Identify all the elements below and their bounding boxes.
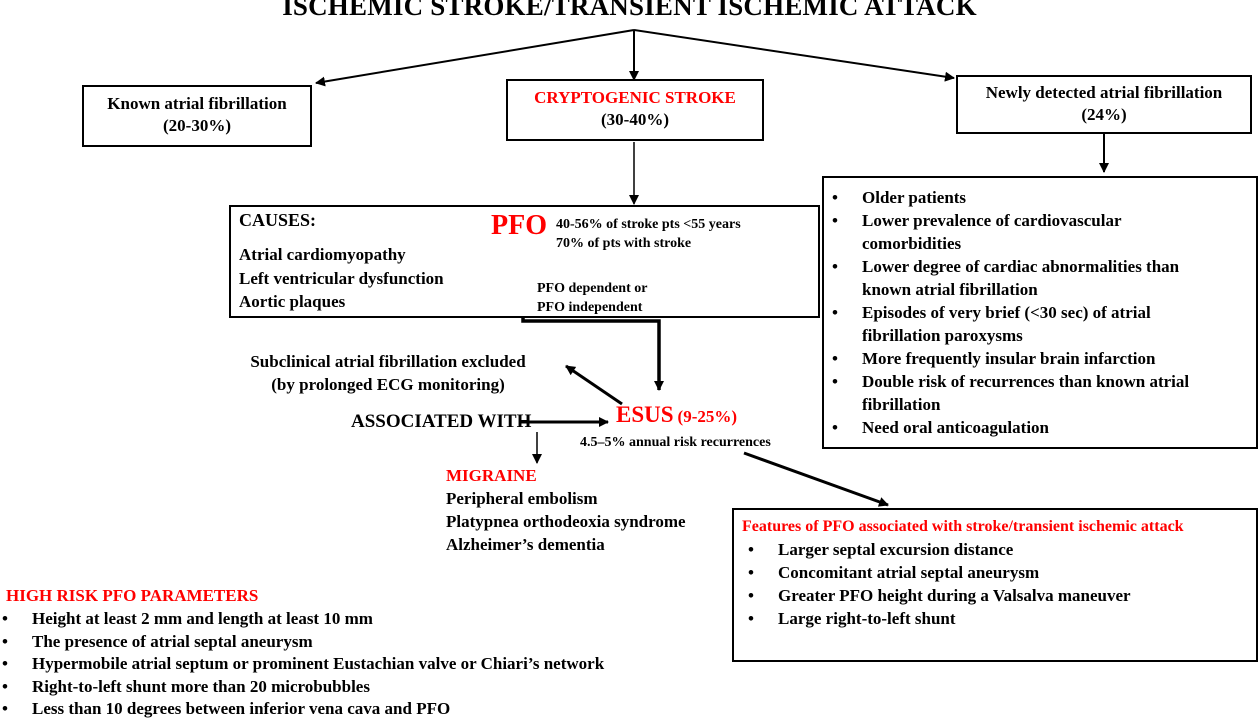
arrow-to-new-af xyxy=(633,29,955,82)
esus-pct: (9-25%) xyxy=(677,407,738,426)
high-risk-list: Height at least 2 mm and length at least… xyxy=(2,608,604,721)
causes-list: Atrial cardiomyopathy Left ventricular d… xyxy=(239,243,444,314)
known-af-pct: (20-30%) xyxy=(163,116,231,135)
list-item: Less than 10 degrees between inferior ve… xyxy=(2,698,604,721)
pfo-label: PFO xyxy=(491,210,547,241)
association-item: Platypnea orthodeoxia syndrome xyxy=(446,512,686,531)
list-item: Right-to-left shunt more than 20 microbu… xyxy=(2,676,604,699)
associations-list: Peripheral embolism Platypnea orthodeoxi… xyxy=(446,487,686,556)
arrow-to-known-af xyxy=(315,29,635,87)
list-item: Lower degree of cardiac abnormalities th… xyxy=(824,255,1256,301)
list-item: Older patients xyxy=(824,186,1256,209)
association-item: Peripheral embolism xyxy=(446,489,598,508)
causes-box xyxy=(229,205,820,318)
pfo-features-list: Larger septal excursion distance Concomi… xyxy=(740,538,1250,630)
list-item: Episodes of very brief (<30 sec) of atri… xyxy=(824,301,1256,347)
arrow-esus-to-pfo-features xyxy=(743,451,889,507)
pfo-stats: 40-56% of stroke pts <55 years 70% of pt… xyxy=(556,217,741,251)
list-item: More frequently insular brain infarction xyxy=(824,347,1256,370)
new-af-box: Newly detected atrial fibrillation (24%) xyxy=(956,75,1252,134)
new-af-pct: (24%) xyxy=(1081,105,1127,124)
esus-label-group: ESUS (9-25%) xyxy=(616,401,737,432)
list-item: Hypermobile atrial septum or prominent E… xyxy=(2,653,604,676)
new-af-features-list: Older patients Lower prevalence of cardi… xyxy=(824,186,1256,439)
known-af-box: Known atrial fibrillation (20-30%) xyxy=(82,85,312,147)
list-item: Concomitant atrial septal aneurysm xyxy=(740,561,1250,584)
list-item: The presence of atrial septal aneurysm xyxy=(2,631,604,654)
known-af-label: Known atrial fibrillation xyxy=(107,94,287,113)
migraine-label: MIGRAINE xyxy=(446,466,537,485)
cause-item: Atrial cardiomyopathy xyxy=(239,245,406,264)
diagram-title: ISCHEMIC STROKE/TRANSIENT ISCHEMIC ATTAC… xyxy=(282,0,977,21)
list-item: Height at least 2 mm and length at least… xyxy=(2,608,604,631)
pfo-dependency-note: PFO dependent or PFO independent xyxy=(537,281,648,315)
causes-heading: CAUSES: xyxy=(239,210,317,230)
new-af-label: Newly detected atrial fibrillation xyxy=(985,83,1223,102)
subclinical-af-note: Subclinical atrial fibrillation excluded… xyxy=(250,352,526,394)
associated-with-label: ASSOCIATED WITH xyxy=(351,411,532,432)
list-item: Lower prevalence of cardiovascular comor… xyxy=(824,209,1256,255)
list-item: Large right-to-left shunt xyxy=(740,607,1250,630)
cryptogenic-label: CRYPTOGENIC STROKE xyxy=(534,88,736,107)
cryptogenic-pct: (30-40%) xyxy=(601,110,669,129)
list-item: Need oral anticoagulation xyxy=(824,416,1256,439)
list-item: Larger septal excursion distance xyxy=(740,538,1250,561)
cryptogenic-box: CRYPTOGENIC STROKE (30-40%) xyxy=(506,79,764,141)
association-item: Alzheimer’s dementia xyxy=(446,535,605,554)
esus-label: ESUS xyxy=(616,402,674,427)
new-af-features-box: Older patients Lower prevalence of cardi… xyxy=(822,176,1258,449)
pfo-features-title: Features of PFO associated with stroke/t… xyxy=(742,518,1184,535)
cause-item: Left ventricular dysfunction xyxy=(239,268,444,288)
list-item: Double risk of recurrences than known at… xyxy=(824,370,1256,416)
esus-risk-note: 4.5–5% annual risk recurrences xyxy=(580,435,771,450)
high-risk-title: HIGH RISK PFO PARAMETERS xyxy=(6,586,259,605)
list-item: Greater PFO height during a Valsalva man… xyxy=(740,584,1250,607)
arrow-esus-to-subclinical xyxy=(565,364,623,406)
pfo-features-box: Features of PFO associated with stroke/t… xyxy=(732,508,1258,662)
cause-item: Aortic plaques xyxy=(239,292,346,311)
